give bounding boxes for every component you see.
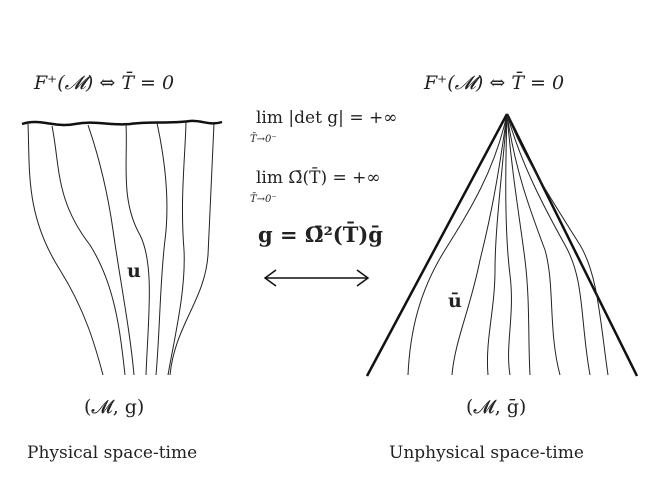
right-worldline-2 xyxy=(451,113,508,376)
left-worldlines xyxy=(27,121,215,376)
right-worldline-8 xyxy=(506,113,609,376)
right-worldline-4 xyxy=(505,113,512,376)
right-worldline-3 xyxy=(486,113,508,376)
left-worldline-7 xyxy=(169,122,215,376)
right-worldline-7 xyxy=(506,113,591,376)
left-worldline-1 xyxy=(27,123,104,376)
limit-omega-equation: lim Ω̄(T̄) = +∞ xyxy=(256,168,381,188)
conformal-relation: g = Ω̄²(T̄)ḡ xyxy=(258,222,383,247)
left-worldline-4 xyxy=(125,123,150,376)
right-worldlines xyxy=(407,113,609,376)
limit-det-subscript: T̄→0⁻ xyxy=(250,134,277,145)
left-worldline-3 xyxy=(87,124,135,376)
right-vector-label: ū xyxy=(448,290,462,312)
left-caption: Physical space-time xyxy=(27,443,198,463)
left-manifold-label: (𝓜, g) xyxy=(84,396,145,418)
right-caption: Unphysical space-time xyxy=(389,443,584,463)
left-top-label: F⁺(𝓜) ⇔ T̄ = 0 xyxy=(34,72,175,94)
left-worldline-5 xyxy=(155,122,168,376)
right-worldline-5 xyxy=(506,113,531,376)
limit-omega-subscript: T̄→0⁻ xyxy=(250,194,277,205)
double-arrow xyxy=(263,269,370,287)
right-top-label: F⁺(𝓜) ⇔ T̄ = 0 xyxy=(424,72,565,94)
left-future-boundary xyxy=(21,119,223,127)
right-manifold-label: (𝓜, ḡ) xyxy=(466,396,527,418)
left-worldline-6 xyxy=(167,121,187,376)
left-vector-label: u xyxy=(127,260,141,282)
limit-det-equation: lim |det g| = +∞ xyxy=(256,108,398,128)
left-worldline-2 xyxy=(51,125,126,376)
right-worldline-1 xyxy=(407,113,508,376)
right-worldline-6 xyxy=(506,113,561,376)
right-cone xyxy=(365,113,639,377)
